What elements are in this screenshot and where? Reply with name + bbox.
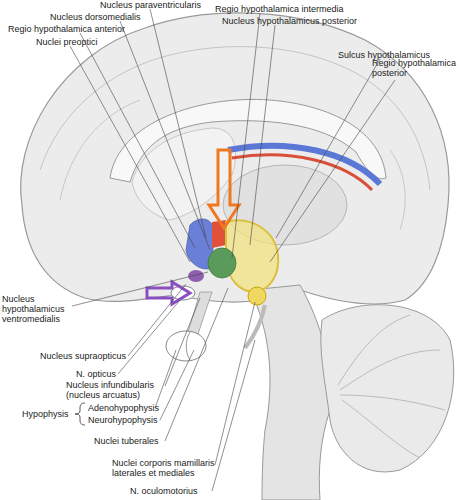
structure-label: Regio hypothalamica intermedia <box>215 4 344 14</box>
structure-label: Nucleus paraventricularis <box>100 0 201 10</box>
gyrus-line <box>390 150 405 230</box>
structure-label: Nucleus supraopticus <box>40 351 126 361</box>
leader-line <box>120 21 210 250</box>
cerebellar-fissure <box>338 315 410 385</box>
structure-label: Nuclei preoptici <box>36 37 98 47</box>
leader-line <box>128 284 186 356</box>
paraventricular-nucleus <box>212 220 226 248</box>
structure-label: Hypophysis <box>22 409 69 419</box>
leader-line <box>212 340 255 491</box>
cerebral-hemisphere <box>21 13 449 304</box>
cerebellar-fissure <box>340 395 445 410</box>
structure-label: Nucleus infundibularis (nucleus arcuatus… <box>66 380 171 400</box>
leader-line <box>72 272 208 306</box>
structure-label: Regio hypothalamica anterior <box>8 24 125 34</box>
leader-line <box>215 302 255 465</box>
leader-line <box>276 59 380 238</box>
structure-label: Regio hypothalamica posterior <box>372 58 460 78</box>
leader-line <box>232 13 260 258</box>
orange-arrow <box>209 150 239 228</box>
leader-line <box>80 33 195 248</box>
leader-line <box>160 350 194 420</box>
cerebellum <box>321 305 454 472</box>
structure-label: Nuclei corporis mamillaris laterales et … <box>112 458 232 478</box>
mamillary-body <box>248 287 266 305</box>
bracket <box>75 403 85 425</box>
septum <box>132 128 236 220</box>
leader-line <box>150 9 206 238</box>
cerebellar-fissure <box>342 400 420 458</box>
structure-label: Nuclei tuberales <box>94 436 159 446</box>
choroid-red <box>232 155 372 190</box>
leader-line <box>165 298 200 386</box>
structure-label: N. oculomotorius <box>130 486 198 496</box>
leader-line <box>155 350 176 408</box>
leader-line <box>250 25 275 245</box>
supraoptic-nucleus <box>188 270 204 282</box>
structure-label: Adenohypophysis <box>88 403 159 413</box>
structure-label: Nucleus hypothalamicus ventromedialis <box>2 294 72 324</box>
hypophysis-divider <box>186 332 190 360</box>
leader-line <box>270 80 395 262</box>
purple-arrow <box>147 282 190 304</box>
leader-line <box>70 46 190 262</box>
oculomotor-nerve <box>245 305 265 348</box>
structure-label: N. opticus <box>76 369 116 379</box>
structure-label: Nucleus hypothalamicus posterior <box>222 16 357 26</box>
leader-line <box>165 288 228 441</box>
structure-label: Nucleus dorsomedialis <box>50 12 141 22</box>
ventromedial-nucleus <box>208 248 236 278</box>
cerebellar-fissure <box>340 350 440 390</box>
structure-label: Neurohypophysis <box>88 415 158 425</box>
leader-line <box>118 300 180 374</box>
